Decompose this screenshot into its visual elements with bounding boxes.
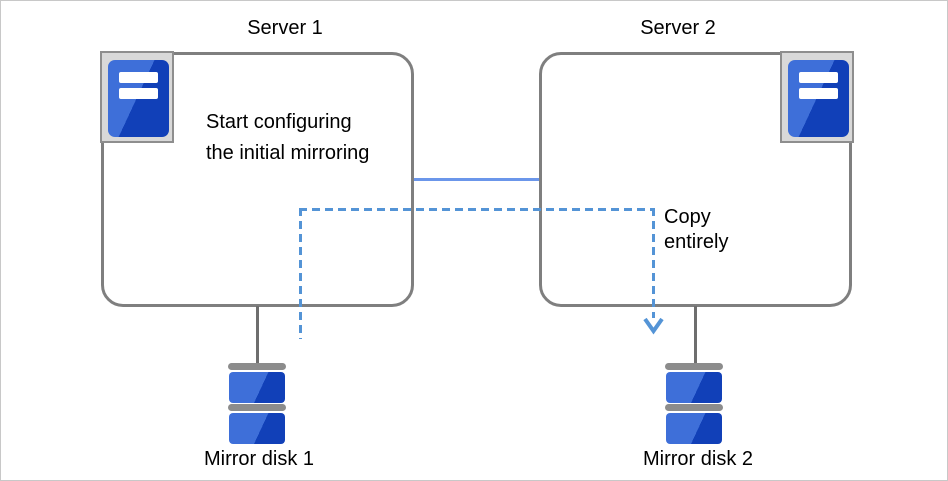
mirror-disk1-icon xyxy=(228,363,286,444)
copy-path-horizontal-line xyxy=(299,208,655,211)
disk1-connector-line xyxy=(256,306,259,364)
server-drive-bay-icon xyxy=(119,72,158,83)
server-tower-icon xyxy=(788,60,849,137)
server1-title: Server 1 xyxy=(247,17,323,39)
disk-platter-icon xyxy=(666,372,722,403)
mirror-disk2-label: Mirror disk 2 xyxy=(642,448,754,470)
mirror-disk2-icon xyxy=(665,363,723,444)
disk2-connector-line xyxy=(694,306,697,364)
disk-platter-icon xyxy=(229,372,285,403)
disk-bar-icon xyxy=(228,404,286,411)
copy-path-left-vertical-line xyxy=(299,208,302,339)
copy-label: Copy entirely xyxy=(664,206,729,253)
disk-bar-icon xyxy=(228,363,286,370)
disk-platter-icon xyxy=(229,413,285,444)
mirroring-note: Start configuring the initial mirroring xyxy=(206,111,370,164)
network-link-line xyxy=(414,178,539,181)
server-drive-bay-icon xyxy=(119,88,158,99)
disk-bar-icon xyxy=(665,363,723,370)
copy-arrowhead-icon xyxy=(643,317,664,335)
disk-bar-icon xyxy=(665,404,723,411)
server-tower-icon xyxy=(108,60,169,137)
server-drive-bay-icon xyxy=(799,88,838,99)
server1-icon xyxy=(100,51,174,143)
disk-platter-icon xyxy=(666,413,722,444)
server-drive-bay-icon xyxy=(799,72,838,83)
mirror-disk1-label: Mirror disk 1 xyxy=(203,448,315,470)
server2-icon xyxy=(780,51,854,143)
copy-path-right-vertical-line xyxy=(652,208,655,318)
server2-title: Server 2 xyxy=(640,17,716,39)
